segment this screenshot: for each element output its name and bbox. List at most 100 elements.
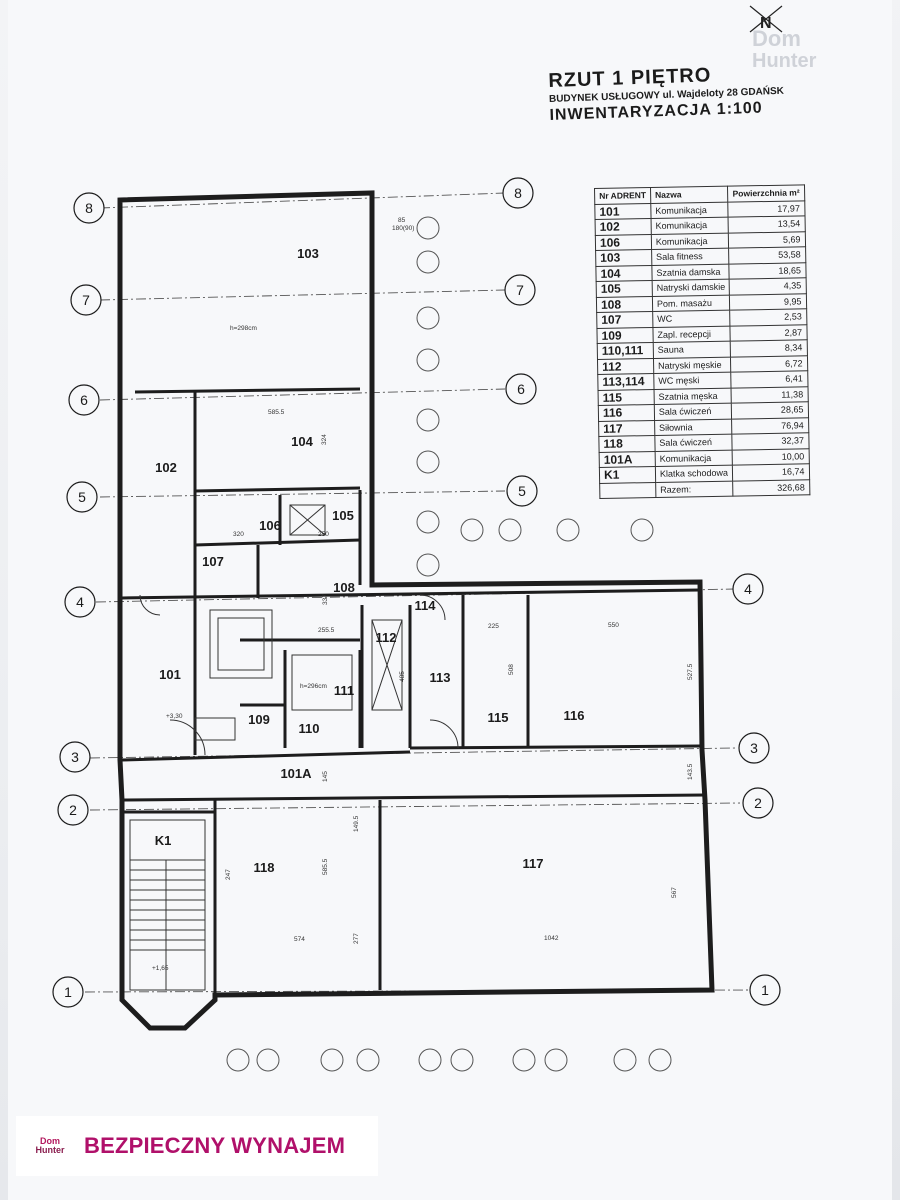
room-area: 6,41: [731, 370, 808, 388]
room-number: 116: [598, 404, 655, 421]
room-106: 106: [259, 518, 281, 533]
axis-label-2-left: 2: [69, 802, 77, 818]
axis-label-5-left: 5: [78, 489, 86, 505]
room-105: 105: [332, 508, 354, 523]
axis-label-4-left: 4: [76, 594, 84, 610]
room-area: 28,65: [731, 401, 809, 419]
room-number: K1: [599, 466, 656, 483]
axis-label-1-left: 1: [64, 984, 72, 1000]
axis-label-1-right: 1: [761, 982, 769, 998]
svg-text:N: N: [760, 15, 772, 32]
banner-text: BEZPIECZNY WYNAJEM: [84, 1133, 346, 1158]
room-area: 76,94: [731, 417, 809, 435]
room-number: 110,111: [597, 342, 654, 359]
room-number: 102: [595, 218, 652, 235]
level-marker-3-30: +3,30: [166, 713, 183, 720]
dim-1042: 1042: [544, 935, 559, 942]
room-104: 104: [291, 434, 313, 449]
total-spacer: [599, 481, 656, 499]
room-area: 5,69: [728, 231, 806, 249]
room-108: 108: [333, 580, 355, 595]
room-name: Pom. masażu: [652, 294, 731, 312]
room-name: Sala ćwiczeń: [654, 403, 732, 420]
dim-585-5: 585.5: [268, 409, 285, 416]
logo-line2: Hunter: [35, 1145, 65, 1155]
dim-window-85: 85: [398, 217, 406, 224]
room-name: Zapl. recepcji: [652, 325, 731, 343]
room-111: 111: [334, 683, 354, 698]
dim-height-296: h=296cm: [300, 683, 327, 690]
axis-label-3-left: 3: [71, 749, 79, 765]
dim-225: 225: [488, 623, 499, 630]
room-number: 118: [598, 435, 656, 452]
room-area: 16,74: [732, 463, 810, 481]
room-area: 4,35: [729, 277, 806, 295]
room-number: 104: [595, 265, 653, 282]
axis-label-4-right: 4: [744, 581, 752, 597]
room-110: 110: [299, 721, 320, 736]
dim-527-5: 527.5: [687, 663, 694, 680]
axis-label-8-left: 8: [85, 200, 93, 216]
dim-508: 508: [508, 664, 515, 675]
room-name: Komunikacja: [650, 217, 729, 235]
room-113: 113: [430, 670, 451, 685]
north-arrow-icon: N: [744, 2, 788, 41]
room-area: 32,37: [732, 432, 809, 450]
dim-324: 324: [321, 434, 328, 445]
room-name: WC męski: [653, 372, 732, 389]
room-area: 17,97: [728, 200, 805, 218]
dim-277: 277: [353, 933, 360, 944]
room-k1: K1: [155, 833, 172, 848]
axis-label-6-right: 6: [517, 381, 525, 397]
domhunter-watermark-logo: Dom Hunter: [752, 26, 816, 73]
room-number: 112: [597, 357, 654, 375]
room-area: 18,65: [729, 262, 806, 280]
room-name: Komunikacja: [651, 232, 730, 250]
room-number: 109: [596, 326, 654, 344]
room-102: 102: [155, 460, 177, 475]
level-marker-1-65: +1,65: [152, 965, 169, 972]
room-107: 107: [202, 554, 224, 569]
room-number: 113,114: [597, 373, 654, 390]
room-number: 106: [595, 234, 652, 251]
room-name: Szatnia damska: [651, 263, 730, 281]
dim-143-5: 143.5: [687, 763, 694, 780]
axis-label-3-right: 3: [750, 740, 758, 756]
room-109: 109: [248, 712, 270, 727]
room-name: Komunikacja: [655, 449, 733, 467]
room-area: 6,72: [730, 355, 808, 373]
room-name: Sala ćwiczeń: [654, 434, 733, 451]
room-area: 13,54: [728, 215, 805, 233]
room-area: 9,95: [729, 293, 807, 311]
domhunter-logo: Dom Hunter: [22, 1127, 78, 1165]
room-name: Komunikacja: [650, 201, 729, 219]
room-name: Sauna: [653, 341, 731, 358]
dim-550: 550: [608, 622, 619, 629]
axis-label-6-left: 6: [80, 392, 88, 408]
axis-label-8-right: 8: [514, 185, 522, 201]
room-101: 101: [159, 667, 181, 682]
header-number: Nr ADRENT: [594, 187, 651, 204]
dim-247: 247: [225, 869, 232, 880]
room-name: Klatka schodowa: [655, 465, 734, 482]
room-name: Sala fitness: [651, 248, 730, 266]
room-number: 117: [598, 419, 655, 437]
room-number: 101A: [599, 450, 656, 468]
watermark-line1: Dom: [752, 26, 801, 51]
room-area: 2,87: [730, 324, 807, 342]
room-number: 105: [596, 280, 653, 297]
room-116: 116: [564, 708, 585, 723]
room-114: 114: [415, 598, 437, 613]
dim-250: 250: [318, 531, 329, 538]
room-number: 115: [598, 388, 655, 406]
room-101a: 101A: [280, 766, 312, 781]
promo-banner: Dom Hunter BEZPIECZNY WYNAJEM: [16, 1116, 378, 1176]
dim-567: 567: [671, 887, 678, 898]
dim-height-298: h=298cm: [230, 325, 257, 332]
room-area: 2,53: [730, 308, 807, 326]
room-name: Natryski męskie: [653, 356, 732, 374]
dim-574: 574: [294, 936, 305, 943]
axis-label-7-right: 7: [516, 282, 524, 298]
